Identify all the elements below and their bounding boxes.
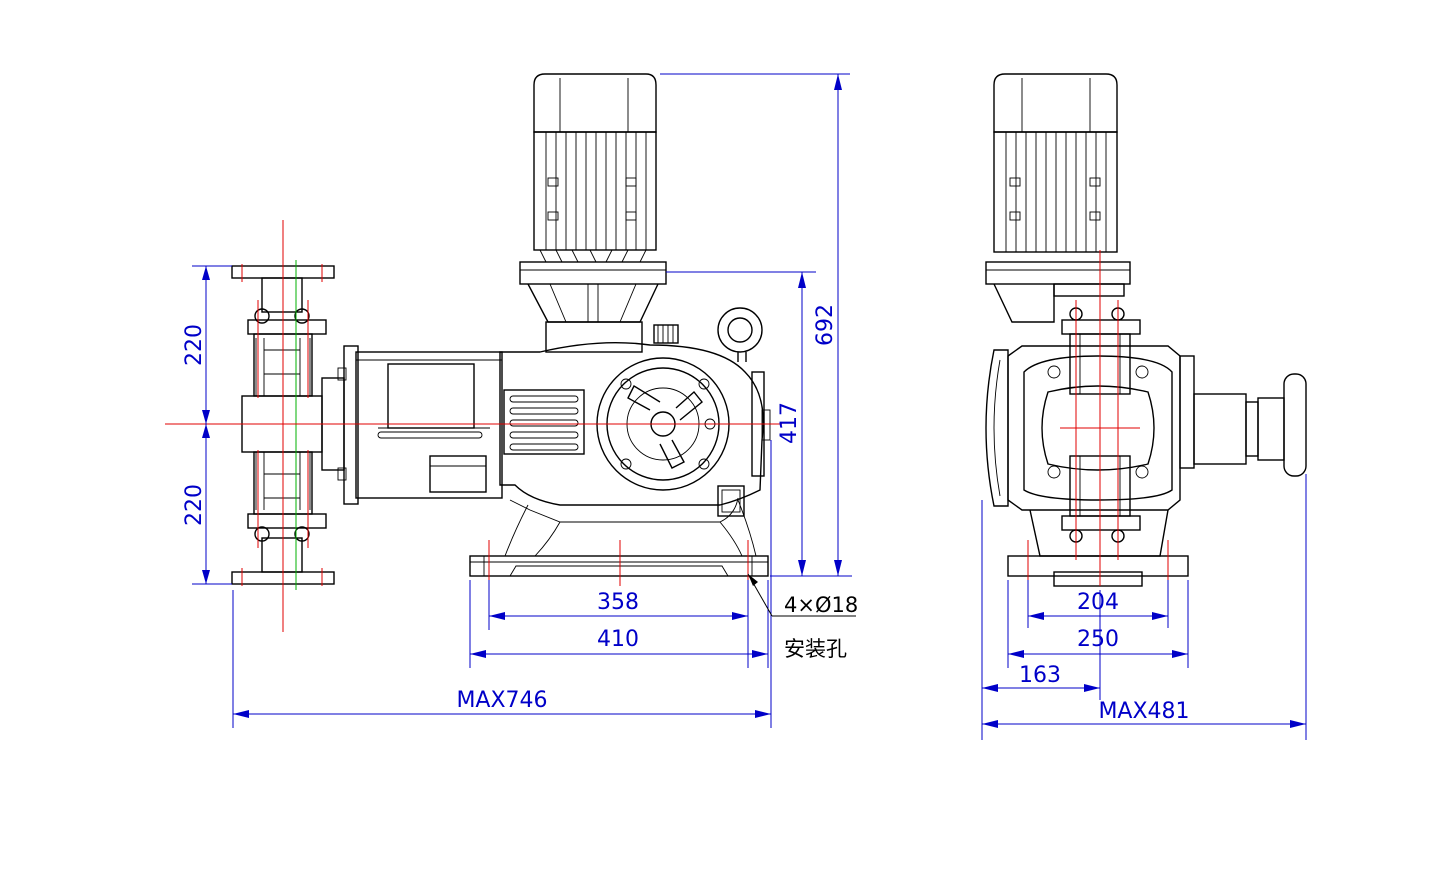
dim-outer-base: 410 [597,627,639,652]
dim-shaft-height: 417 [777,402,802,444]
dim-side-inner-base: 204 [1077,590,1119,615]
front-pump-housing [241,345,503,505]
front-view [165,73,782,632]
front-gearbox [499,307,771,557]
dim-side-outer-base: 250 [1077,627,1119,652]
mounting-hole-label: 安装孔 [784,637,847,661]
hole-spec-label: 4×Ø18 [784,593,858,617]
side-motor [985,73,1131,323]
dim-overall-width: MAX481 [1098,699,1189,724]
front-centerlines [165,220,782,632]
dim-total-height: 692 [813,304,838,346]
dim-inner-base: 358 [597,590,639,615]
dimension-lines [192,73,1307,740]
dim-side-offset: 163 [1019,663,1061,688]
side-centerlines [1027,250,1169,590]
side-body [985,307,1307,587]
front-motor [519,73,667,353]
front-base [469,555,769,577]
side-view [985,73,1307,590]
dimension-labels: 220 220 692 417 358 410 MAX746 204 250 1… [182,304,1190,724]
dim-left-lower-flange: 220 [182,484,207,526]
dim-left-upper-flange: 220 [182,324,207,366]
dim-overall-length: MAX746 [456,688,547,713]
